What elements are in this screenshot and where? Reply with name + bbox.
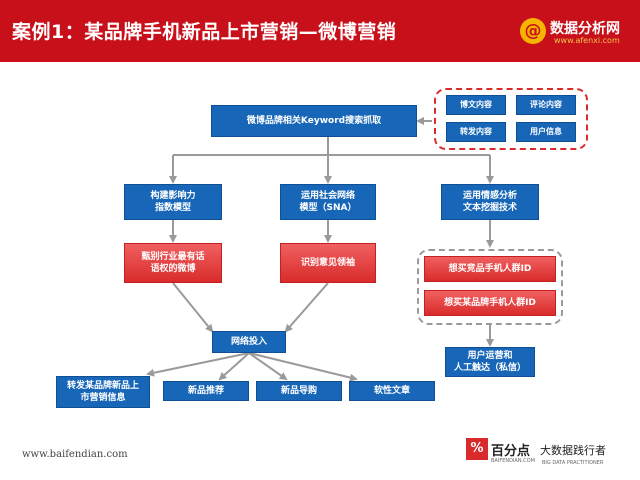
arrow-merge-out-1 [146,352,250,377]
new-product-guide-node: 新品导购 [256,381,342,401]
opinion-leader-node: 识别意见领袖 [280,243,376,283]
arrow-merge-out-2 [218,352,250,381]
logo-url: www.afenxi.com [554,36,620,45]
slide-header: 案例1：某品牌手机新品上市营销—微博营销 @ 数据分析网 www.afenxi.… [0,0,640,62]
baifendian-domain: BAIFENDIAN.COM [491,458,535,464]
network-investment-node: 网络投入 [212,331,286,353]
baifendian-logo: % 百分点 BAIFENDIAN.COM [466,438,536,468]
percent-icon: % [466,438,488,460]
arrow-result-1-merge [172,282,214,333]
new-product-recommend-node: 新品推荐 [163,381,249,401]
arrow-result-2-merge [284,282,329,333]
content-type-comment: 评论内容 [516,95,576,115]
content-type-user: 用户信息 [516,122,576,142]
baifendian-name: 百分点 [491,444,531,459]
partner-name: 大数据践行者 [540,444,606,457]
content-type-post: 博文内容 [446,95,506,115]
logo-name: 数据分析网 [550,21,620,37]
influential-weibo-node: 甄别行业最有话 语权的微博 [124,243,222,283]
afenxi-logo: @ 数据分析网 www.afenxi.com [520,16,636,50]
repost-launch-info-node: 转发某品牌新品上 市营销信息 [56,376,150,408]
content-types-group [434,88,588,150]
keyword-crawl-node: 微博品牌相关Keyword搜索抓取 [211,105,417,137]
influence-model-node: 构建影响力 指数模型 [124,184,222,220]
slide-title: 案例1：某品牌手机新品上市营销—微博营销 [12,21,397,43]
soft-article-node: 软性文章 [349,381,435,401]
content-type-repost: 转发内容 [446,122,506,142]
sna-model-node: 运用社会网络 模型（SNA） [280,184,376,220]
at-icon: @ [520,18,546,44]
arrow-merge-out-3 [248,352,288,381]
brand-buyers-node: 想买某品牌手机人群ID [424,290,556,316]
footer-url: www.baifendian.com [22,449,128,460]
competitor-buyers-node: 想买竞品手机人群ID [424,256,556,282]
sentiment-analysis-node: 运用情感分析 文本挖掘技术 [441,184,539,220]
partner-tagline: BIG DATA PRACTITIONER [542,460,604,466]
target-users-group [417,249,563,325]
big-data-practitioner-logo: 大数据践行者 BIG DATA PRACTITIONER [540,440,636,468]
arrow-merge-out-4 [248,352,358,382]
user-outreach-node: 用户运营和 人工触达（私信） [445,347,535,377]
